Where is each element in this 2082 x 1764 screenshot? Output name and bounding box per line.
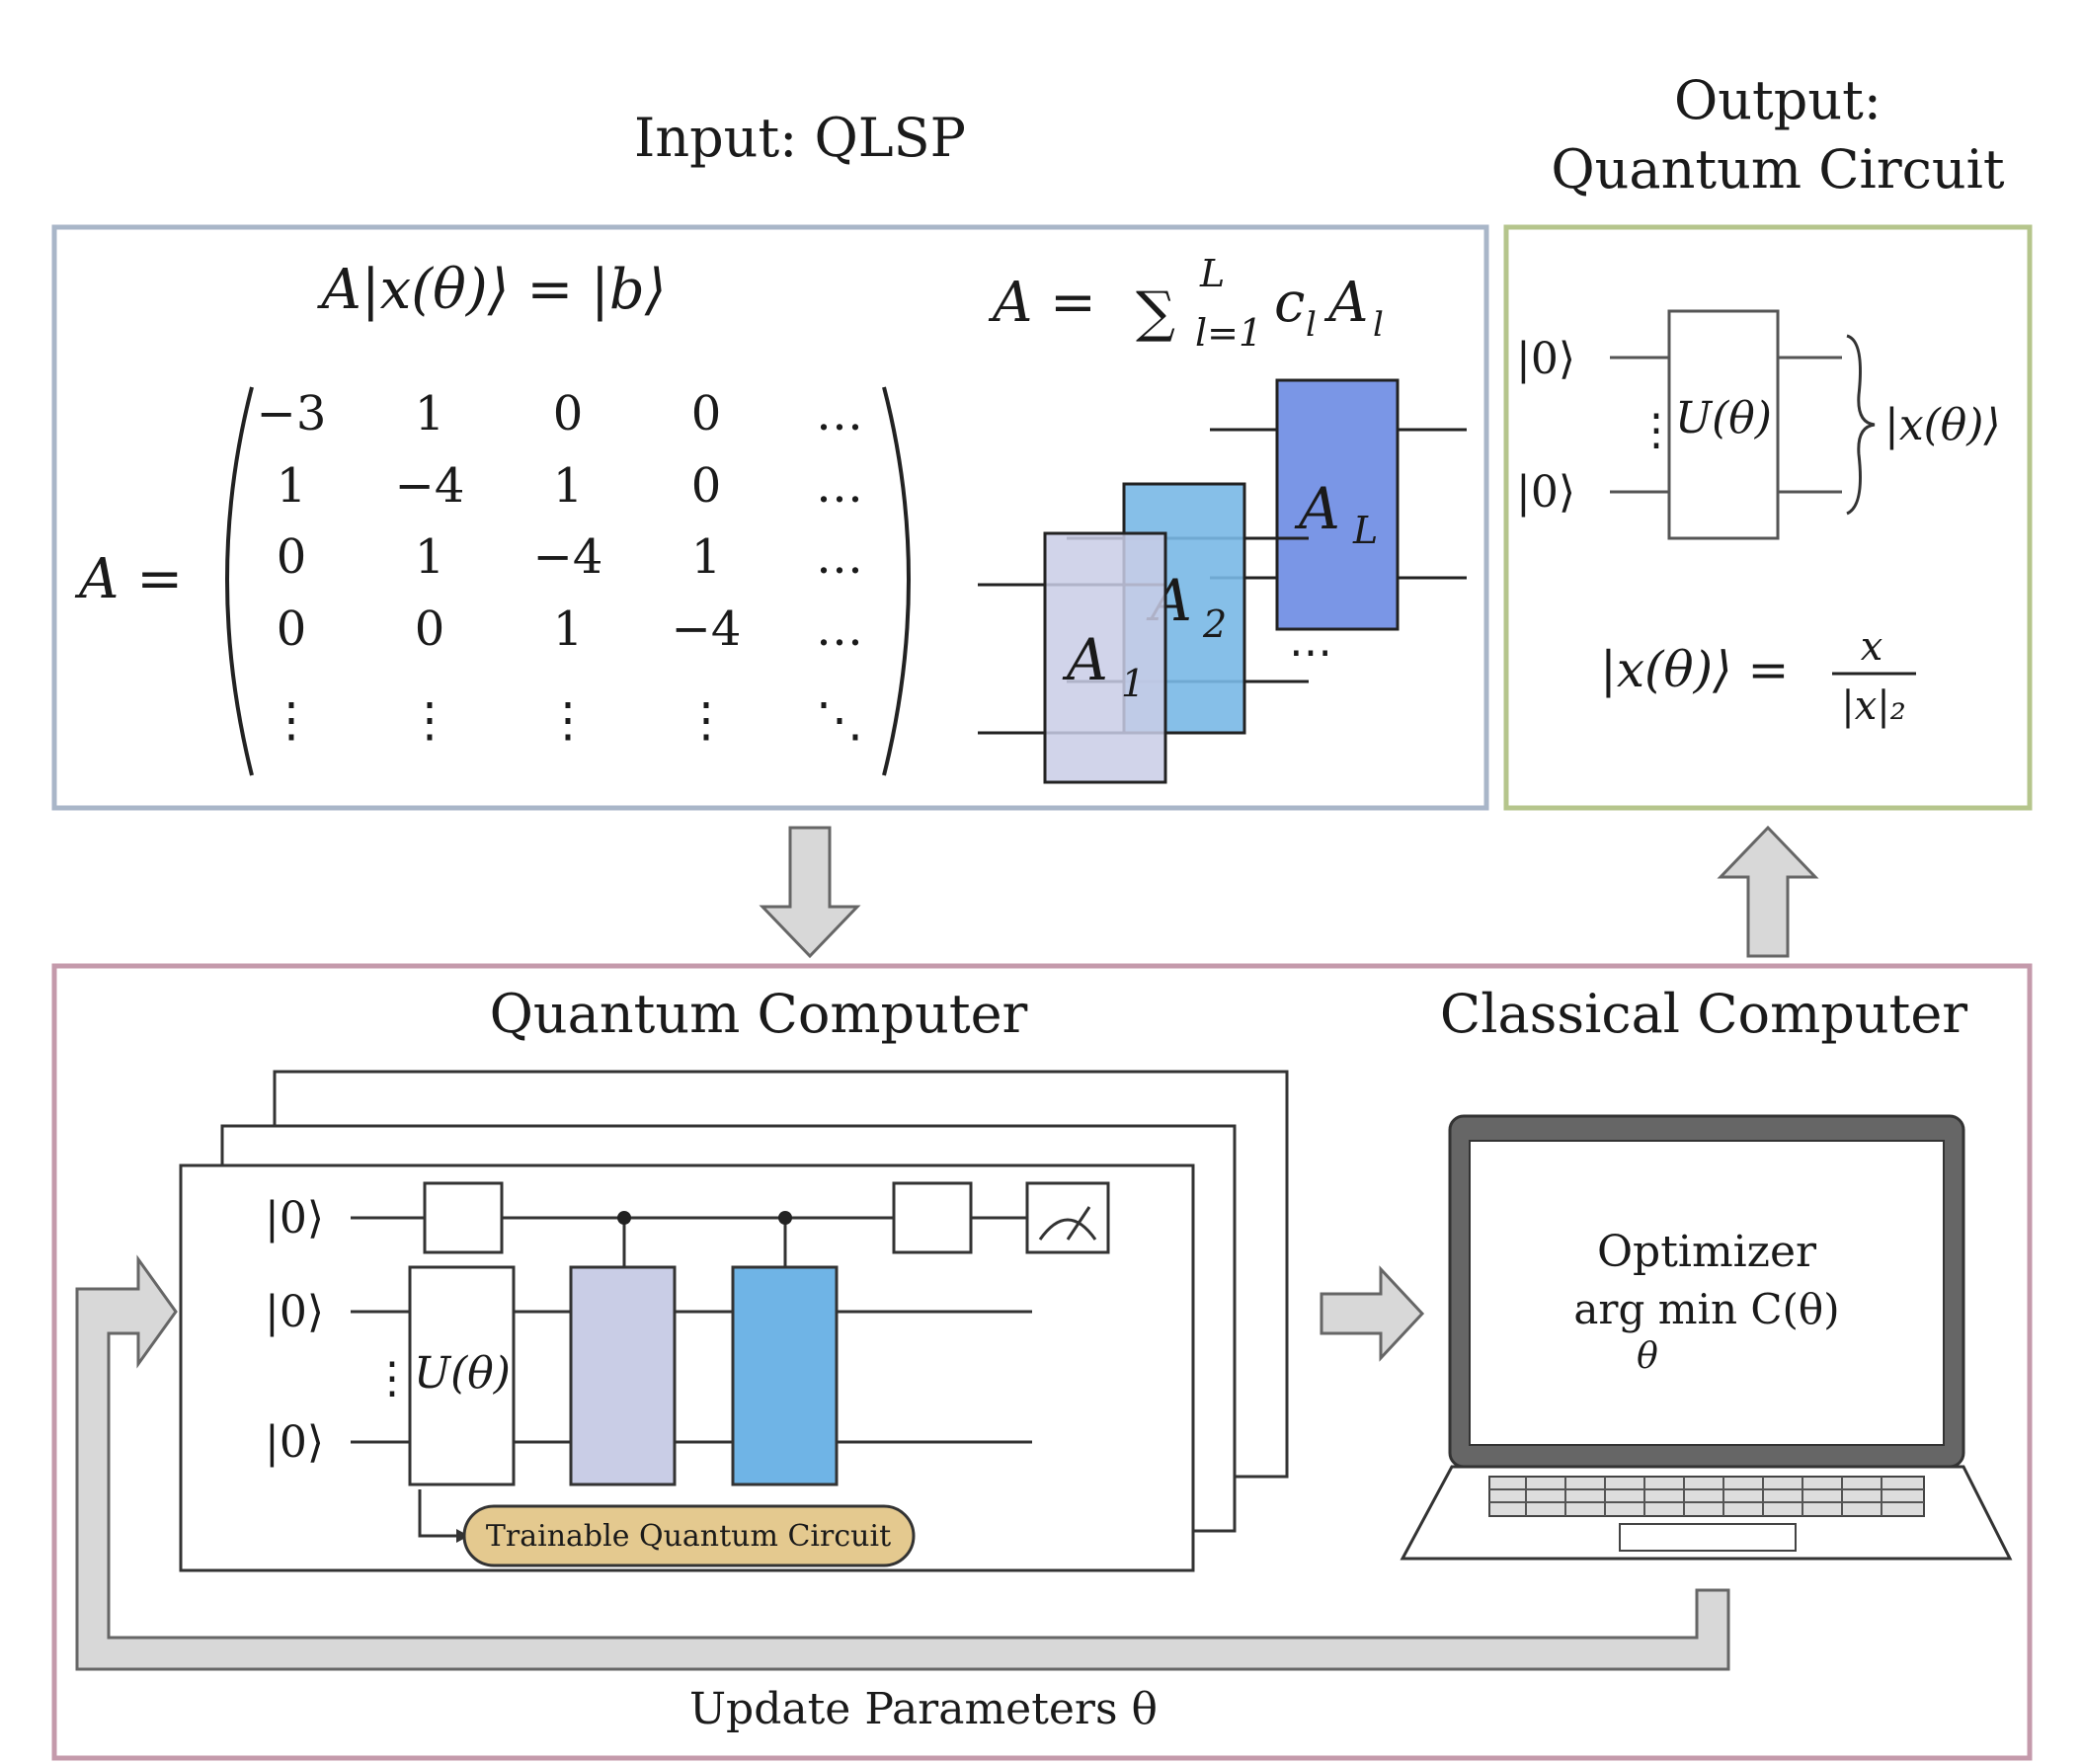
matrix-cell: −4 — [672, 601, 742, 657]
output-panel — [1503, 224, 2033, 811]
u-theta-gate — [408, 1265, 516, 1486]
matrix-cell: 1 — [277, 458, 307, 514]
matrix-cell: 0 — [691, 458, 722, 514]
ket-row-3: |0⟩ — [265, 1417, 324, 1468]
matrix-label: A = — [74, 547, 183, 611]
svg-text:A: A — [1294, 475, 1340, 542]
matrix-left-paren — [225, 386, 254, 776]
measurement-box — [1025, 1181, 1110, 1254]
argmin-subscript: θ — [1637, 1336, 1658, 1377]
output-u-gate — [1667, 309, 1780, 540]
ancilla-gate-left — [423, 1181, 504, 1254]
laptop-screen — [1469, 1140, 1945, 1446]
output-vdots: ⋮ — [1635, 405, 1678, 455]
output-title-line1: Output: — [1674, 69, 1882, 131]
matrix-cell: 1 — [415, 529, 445, 585]
matrix-cell: −4 — [533, 529, 603, 585]
quantum-computer-title: Quantum Computer — [490, 983, 1028, 1045]
output-brace — [1846, 334, 1876, 516]
optimizer-label: Optimizer — [1597, 1227, 1817, 1277]
output-ket-top: |0⟩ — [1516, 334, 1575, 384]
matrix-cell: 0 — [415, 601, 445, 657]
matrix-cell: … — [816, 529, 863, 585]
matrix-right-paren — [882, 386, 911, 776]
input-panel — [51, 224, 1489, 811]
formula-numerator: x — [1861, 624, 1883, 670]
classical-computer-title: Classical Computer — [1440, 983, 1967, 1045]
matrix-cell: 0 — [691, 386, 722, 441]
formula-denominator: |x|₂ — [1841, 683, 1906, 729]
matrix-cell: ⋮ — [682, 692, 730, 748]
output-title-line2: Quantum Circuit — [1551, 138, 2005, 200]
output-state-label: |x(θ)⟩ — [1884, 400, 2001, 450]
matrix-cell: ⋮ — [544, 692, 592, 748]
laptop-keyboard — [1488, 1476, 1925, 1517]
update-parameters-label: Update Parameters θ — [689, 1684, 1158, 1734]
argmin-label: arg min C(θ) — [1573, 1285, 1839, 1333]
u-theta-label: U(θ) — [414, 1348, 511, 1399]
matrix-cell: … — [816, 386, 863, 441]
bottom-panel — [51, 963, 2033, 1761]
svg-text:∑: ∑ — [1136, 281, 1175, 345]
matrix-entries: −3 1 0 0 … 1 −4 1 0 … 0 1 −4 1 … 0 0 1 −… — [257, 386, 863, 748]
svg-text:L: L — [1352, 509, 1378, 552]
svg-text:l: l — [1306, 305, 1317, 345]
laptop-trackpad — [1619, 1523, 1797, 1552]
svg-text:A: A — [988, 271, 1032, 335]
ancilla-gate-right — [892, 1181, 973, 1254]
ket-row-2: |0⟩ — [265, 1287, 324, 1337]
matrix-cell: −3 — [257, 386, 327, 441]
svg-text:c: c — [1274, 271, 1305, 335]
matrix-cell: ⋮ — [268, 692, 315, 748]
up-arrow — [1717, 825, 1819, 958]
decomposition-formula: A = ∑ L l=1 c l A l — [988, 252, 1384, 355]
matrix-cell: 1 — [691, 529, 722, 585]
trainable-circuit-label: Trainable Quantum Circuit — [486, 1519, 891, 1554]
circuit-card-front — [179, 1163, 1195, 1572]
matrix-cell: ⋱ — [816, 692, 863, 748]
gate-a-l — [1275, 378, 1400, 631]
matrix-cell: 0 — [277, 601, 307, 657]
matrix-cell: 1 — [553, 458, 584, 514]
svg-text:l=1: l=1 — [1195, 311, 1262, 355]
svg-text:1: 1 — [1121, 662, 1145, 705]
variational-circuit: |0⟩ |0⟩ |0⟩ ⋮ U(θ) Trainable Quantum Cir… — [265, 1181, 1110, 1567]
right-arrow — [1320, 1265, 1425, 1362]
matrix-cell: 0 — [277, 529, 307, 585]
output-u-gate-label: U(θ) — [1675, 393, 1772, 443]
laptop-icon — [1400, 1114, 2013, 1561]
svg-text:L: L — [1199, 252, 1225, 295]
svg-text:A: A — [1323, 271, 1368, 335]
feedback-arrow — [75, 1254, 1730, 1671]
svg-text:A: A — [1062, 626, 1108, 693]
controlled-gate-1 — [569, 1265, 677, 1486]
output-circuit: U(θ) |0⟩ |0⟩ ⋮ |x(θ)⟩ — [1516, 309, 2001, 540]
linear-system-equation: A|x(θ)⟩ = |b⟩ — [316, 258, 666, 322]
output-ket-bottom: |0⟩ — [1516, 467, 1575, 518]
matrix-cell: 0 — [553, 386, 584, 441]
matrix-cell: ⋮ — [406, 692, 453, 748]
matrix-cell: −4 — [395, 458, 465, 514]
normalized-state-formula: |x(θ)⟩ = x |x|₂ — [1600, 624, 1916, 729]
matrix-cell: 1 — [553, 601, 584, 657]
ket-row-1: |0⟩ — [265, 1193, 324, 1243]
matrix-cell: … — [816, 458, 863, 514]
formula-lhs: |x(θ)⟩ = — [1600, 641, 1789, 698]
circuit-vdots: ⋮ — [370, 1353, 414, 1403]
down-arrow — [759, 826, 861, 959]
controlled-gate-2 — [731, 1265, 839, 1486]
trainable-circuit-tag — [462, 1504, 916, 1567]
trainable-pointer — [418, 1489, 456, 1538]
svg-text:=: = — [1050, 271, 1096, 335]
meter-icon — [1038, 1218, 1097, 1241]
input-title: Input: QLSP — [634, 107, 966, 169]
gate-ellipsis: ⋯ — [1289, 627, 1332, 678]
svg-text:2: 2 — [1202, 602, 1227, 646]
matrix-cell: … — [816, 601, 863, 657]
matrix-cell: 1 — [415, 386, 445, 441]
gate-a-1 — [1043, 531, 1167, 784]
svg-text:l: l — [1373, 305, 1384, 345]
gate-stack: A L A 2 ⋯ A 1 — [978, 378, 1467, 784]
